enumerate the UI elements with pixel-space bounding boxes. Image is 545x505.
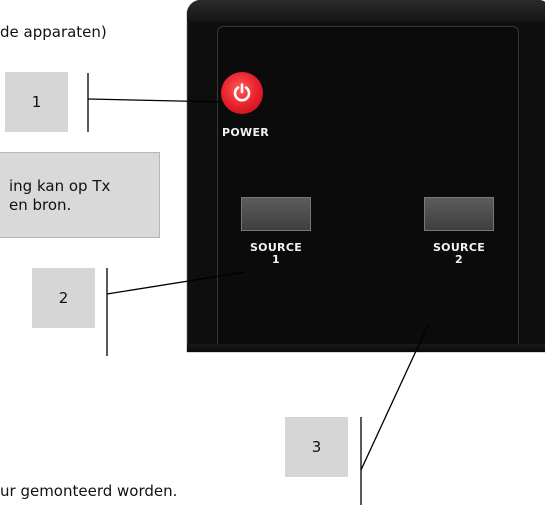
document-text-bottom: ur gemonteerd worden.	[0, 482, 178, 500]
source-2-label-text: SOURCE	[432, 241, 486, 254]
callout-number-3: 3	[311, 438, 322, 456]
callout-1-leader	[87, 98, 224, 103]
note-line-2: en bron.	[9, 196, 72, 214]
device-top-edge	[187, 0, 545, 22]
source-2-label-number: 2	[455, 253, 463, 266]
device-inner-panel	[217, 26, 519, 352]
note-box: ing kan op Tx en bron.	[0, 152, 160, 238]
note-line-1: ing kan op Tx	[9, 177, 111, 195]
source-2-button[interactable]	[424, 197, 494, 231]
callout-box-2: 2	[32, 268, 95, 328]
device-front-panel	[187, 0, 545, 352]
callout-2-leader	[106, 271, 246, 295]
callout-box-1: 1	[5, 72, 68, 132]
power-button[interactable]	[221, 72, 263, 114]
callout-box-3: 3	[285, 417, 348, 477]
source-2-label: SOURCE 2	[419, 242, 499, 266]
source-1-label-number: 1	[272, 253, 280, 266]
callout-number-1: 1	[31, 93, 42, 111]
source-1-label-text: SOURCE	[249, 241, 303, 254]
callout-3-leader	[360, 324, 429, 471]
document-text-top: de apparaten)	[0, 23, 107, 41]
device-bottom-edge	[187, 344, 545, 352]
power-label: POWER	[222, 126, 270, 139]
source-1-button[interactable]	[241, 197, 311, 231]
source-1-label: SOURCE 1	[236, 242, 316, 266]
power-icon	[233, 83, 251, 102]
callout-number-2: 2	[58, 289, 69, 307]
